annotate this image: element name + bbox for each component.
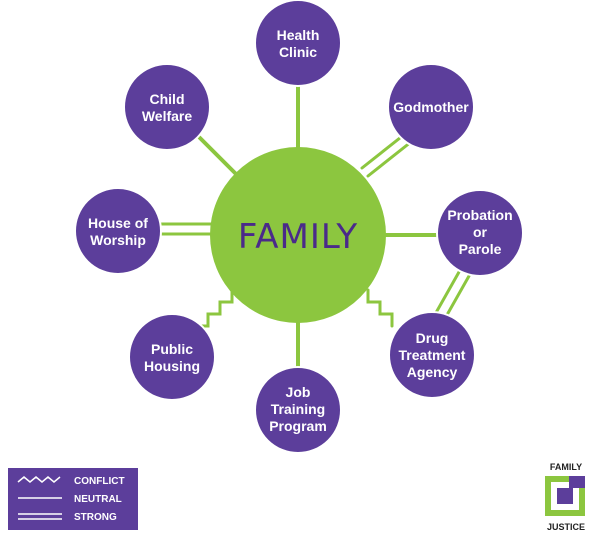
svg-text:Welfare: Welfare (142, 108, 193, 124)
svg-text:Clinic: Clinic (279, 44, 317, 60)
node-house-of-worship: House of Worship (74, 187, 162, 275)
node-godmother: Godmother (387, 63, 475, 151)
legend-strong-label: STRONG (74, 512, 117, 523)
svg-text:Probation: Probation (447, 207, 512, 223)
svg-text:House of: House of (88, 215, 148, 231)
connections (153, 72, 471, 374)
legend-conflict-label: CONFLICT (74, 476, 125, 487)
svg-text:or: or (473, 224, 488, 240)
svg-text:Drug: Drug (416, 330, 449, 346)
svg-text:FAMILY: FAMILY (550, 462, 582, 472)
node-probation-or-parole: Probation or Parole (436, 189, 524, 277)
svg-text:Training: Training (271, 401, 325, 417)
svg-text:Housing: Housing (144, 358, 200, 374)
node-public-housing: Public Housing (128, 313, 216, 401)
link-drug-treatment-agency (366, 288, 394, 328)
svg-text:Child: Child (150, 91, 185, 107)
node-drug-treatment-agency: Drug Treatment Agency (388, 311, 476, 399)
family-justice-logo: FAMILY JUSTICE (545, 462, 585, 532)
svg-text:Health: Health (277, 27, 320, 43)
svg-text:Job: Job (286, 384, 311, 400)
legend-conflict-swatch (17, 476, 61, 483)
svg-text:Treatment: Treatment (399, 347, 466, 363)
node-job-training-program: Job Training Program (254, 366, 342, 454)
svg-text:Worship: Worship (90, 232, 146, 248)
node-health-clinic: Health Clinic (254, 0, 342, 87)
svg-text:Program: Program (269, 418, 327, 434)
node-child-welfare: Child Welfare (123, 63, 211, 151)
svg-text:Godmother: Godmother (393, 99, 469, 115)
legend-neutral-label: NEUTRAL (74, 494, 122, 505)
svg-text:Parole: Parole (459, 241, 502, 257)
link-house-of-worship (153, 222, 217, 236)
family-center-circle (210, 147, 386, 323)
link-child-welfare (190, 128, 242, 180)
svg-text:Agency: Agency (407, 364, 458, 380)
svg-text:JUSTICE: JUSTICE (547, 522, 585, 532)
family-center-label: FAMILY (238, 217, 358, 257)
link-public-housing (194, 288, 234, 328)
legend: CONFLICT NEUTRAL STRONG (8, 468, 138, 530)
svg-text:Public: Public (151, 341, 193, 357)
